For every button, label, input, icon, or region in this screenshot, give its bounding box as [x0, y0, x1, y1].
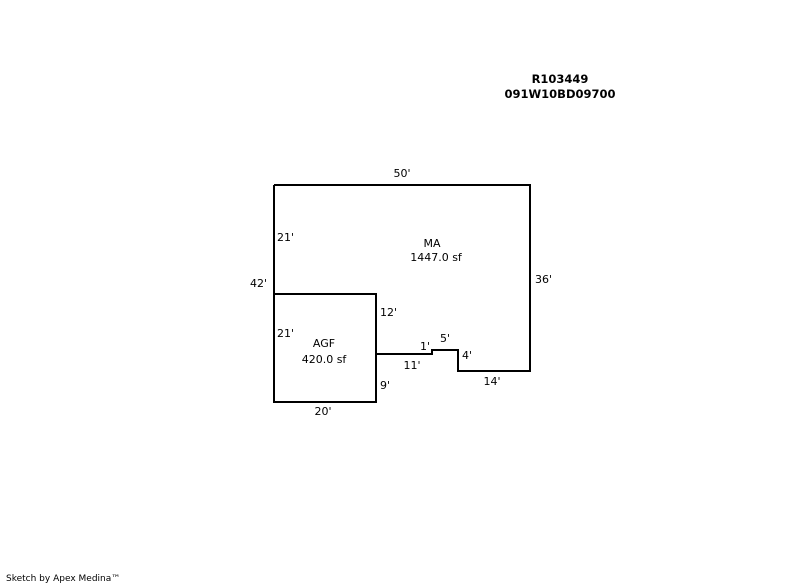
ma-outline [274, 184, 531, 372]
dim-agf-left: 21' [277, 327, 294, 340]
parcel-header: R103449 091W10BD09700 [500, 72, 620, 102]
account-id: R103449 [531, 72, 589, 86]
dim-ma-right: 36' [535, 273, 552, 286]
dim-ma-top: 50' [393, 167, 410, 180]
dim-overall-left: 42' [250, 277, 267, 290]
dim-agf-right-lower: 9' [380, 379, 390, 392]
agf-label: AGF [313, 337, 335, 350]
dim-notch-left: 1' [420, 340, 430, 353]
sketch-credit: Sketch by Apex Medina™ [6, 574, 121, 584]
dim-notch-right: 4' [462, 349, 472, 362]
dim-ma-bottom-left: 11' [403, 359, 420, 372]
agf-area: 420.0 sf [302, 353, 348, 366]
ma-area: 1447.0 sf [410, 251, 463, 264]
dim-notch-top: 5' [440, 332, 450, 345]
ma-label: MA [423, 237, 440, 250]
dim-ma-left-upper: 21' [277, 231, 294, 244]
agf-outline [273, 293, 377, 403]
map-tax-lot: 091W10BD09700 [504, 87, 616, 101]
dim-ma-bottom-right: 14' [483, 375, 500, 388]
dim-agf-right-upper: 12' [380, 306, 397, 319]
dim-agf-bottom: 20' [314, 405, 331, 418]
